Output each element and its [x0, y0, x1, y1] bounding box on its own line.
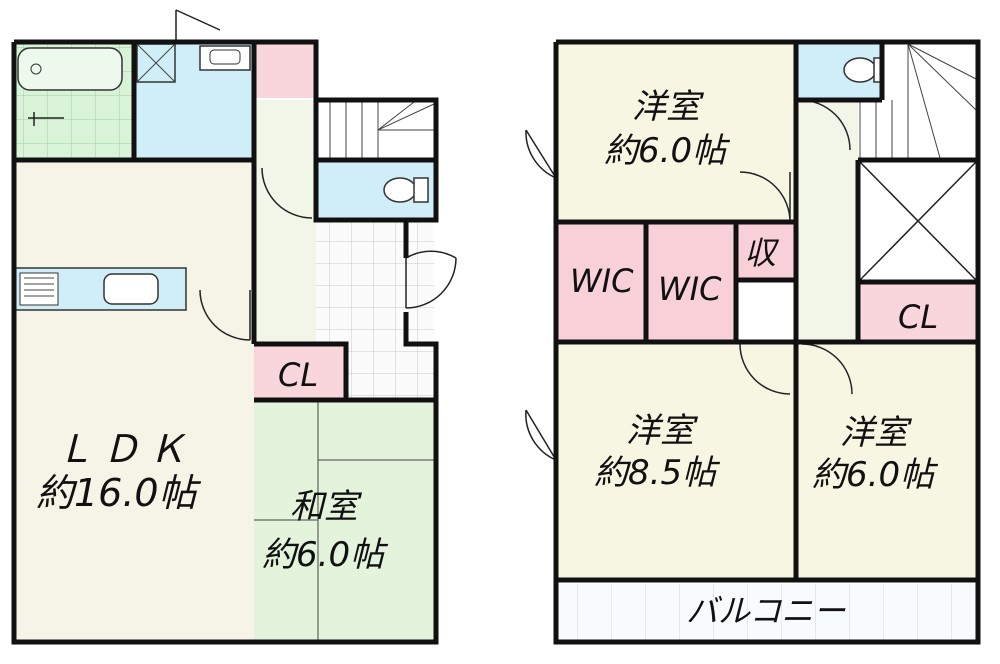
- closet-area-2: [858, 282, 978, 342]
- closet-area-1: [254, 344, 346, 398]
- room-right-area: [796, 342, 978, 580]
- entry-closet-top: [254, 42, 316, 98]
- bathtub: [17, 47, 123, 91]
- stair-area-2: [882, 42, 978, 160]
- room-left-size: 約8.5帖: [594, 453, 721, 493]
- floor-2: 洋室 約6.0帖 洋室 約8.5帖 洋室 約6.0帖 WIC WIC 収 CL …: [525, 39, 981, 645]
- floor-1: ＬＤＫ 約16.0帖 和室 約6.0帖 CL: [11, 9, 457, 645]
- washitsu-area: [254, 400, 436, 642]
- washitsu-name: 和室: [290, 487, 363, 527]
- closet-label-2: CL: [898, 298, 938, 336]
- wic2-area: [646, 222, 736, 342]
- wic1-label: WIC: [570, 262, 634, 300]
- hall-area-2: [798, 100, 858, 342]
- balcony-area: [556, 584, 978, 642]
- balcony-label: バルコニー: [686, 592, 846, 630]
- hall-area: [254, 100, 316, 342]
- room-left-name: 洋室: [626, 411, 699, 451]
- ldk-name: ＬＤＫ: [56, 427, 186, 471]
- wic1-area: [556, 222, 646, 342]
- ldk-size: 約16.0帖: [36, 471, 202, 515]
- storage-area: [736, 222, 796, 280]
- closet-label-1: CL: [278, 356, 318, 394]
- wic2-label: WIC: [658, 270, 722, 308]
- ldk-area: [14, 160, 254, 642]
- room-top-area: [556, 42, 796, 222]
- room-right-size: 約6.0帖: [812, 455, 939, 495]
- room-top-name: 洋室: [632, 87, 705, 127]
- storage-label: 収: [744, 234, 780, 272]
- room-right-name: 洋室: [840, 413, 913, 453]
- washitsu-size: 約6.0帖: [262, 535, 389, 575]
- room-top-size: 約6.0帖: [604, 131, 731, 171]
